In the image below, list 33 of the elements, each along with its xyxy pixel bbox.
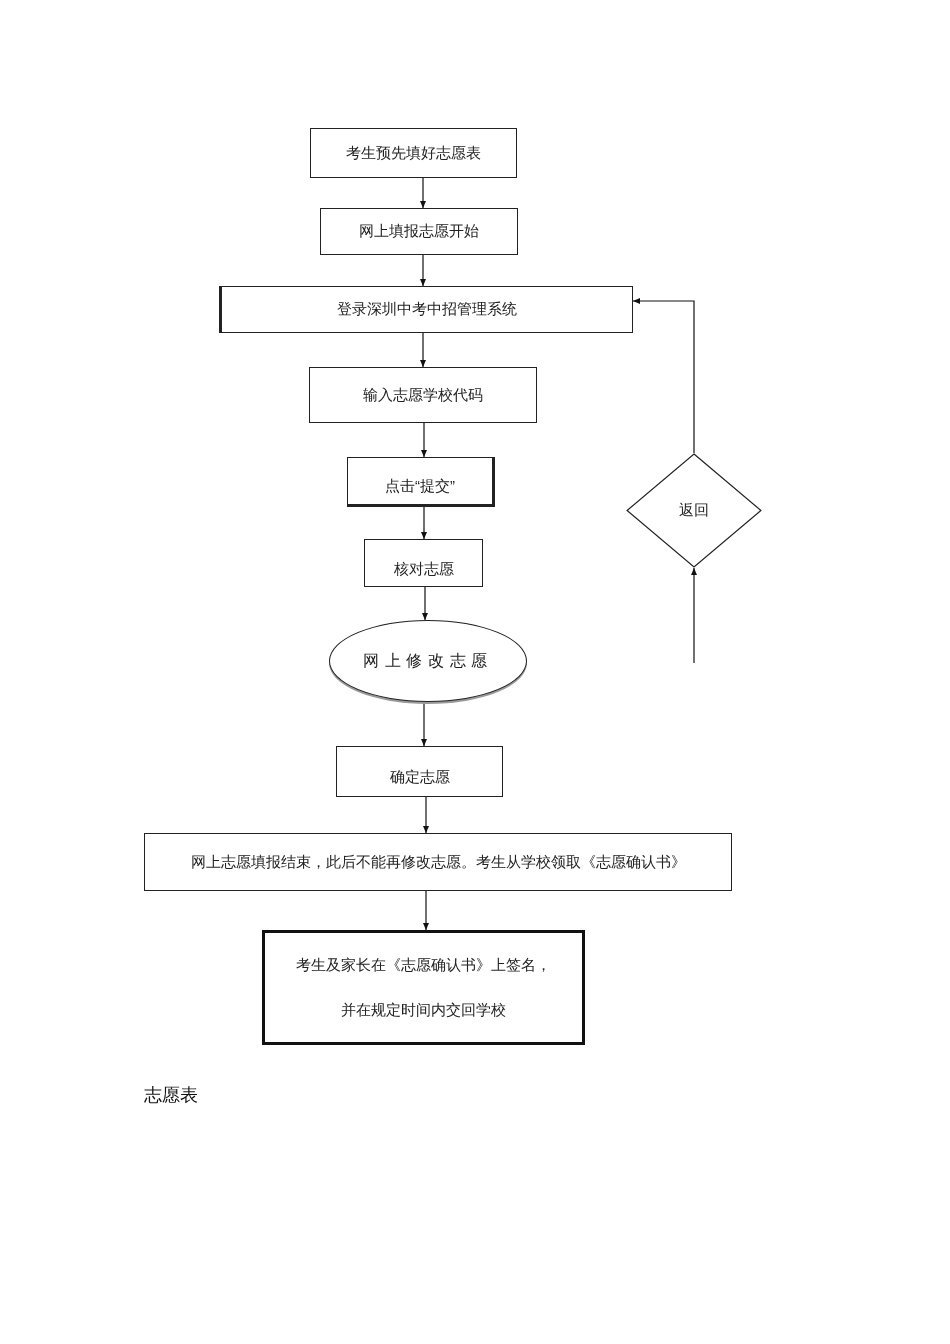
node-label: 网上志愿填报结束，此后不能再修改志愿。考生从学校领取《志愿确认书》: [190, 852, 686, 872]
node-label: 考生及家长在《志愿确认书》上签名，: [296, 955, 551, 975]
arrow: [421, 701, 427, 747]
node-label: 并在规定时间内交回学校: [341, 1000, 506, 1020]
process-box: [309, 367, 537, 423]
section-heading: 志愿表: [144, 1084, 198, 1107]
arrow: [420, 254, 426, 287]
arrow: [420, 177, 426, 209]
arrow: [691, 567, 697, 664]
node-label: 确定志愿: [389, 768, 450, 787]
arrow: [422, 586, 428, 621]
node-label: 网上填报志愿开始: [359, 222, 479, 241]
node-label: 返回: [679, 501, 709, 520]
node-label: 输入志愿学校代码: [363, 385, 483, 405]
process-box: [320, 208, 518, 255]
arrow: [423, 796, 429, 834]
process-box: [219, 286, 633, 333]
arrow: [632, 298, 695, 454]
node-label: 登录深圳中考中招管理系统: [337, 300, 517, 319]
process-box: [262, 930, 585, 1045]
arrow: [423, 890, 429, 931]
process-box: [144, 833, 732, 891]
process-box: [336, 746, 503, 797]
arrow: [420, 332, 426, 368]
process-box: [364, 539, 483, 587]
arrow: [421, 422, 427, 458]
node-label: 核对志愿: [393, 559, 454, 579]
node-label: 考生预先填好志愿表: [346, 143, 481, 163]
process-box: [347, 457, 495, 507]
arrow: [421, 506, 427, 540]
node-label: 网上修改志愿: [363, 651, 493, 671]
node-label: 点击“提交”: [385, 476, 455, 496]
process-box: [310, 128, 517, 178]
